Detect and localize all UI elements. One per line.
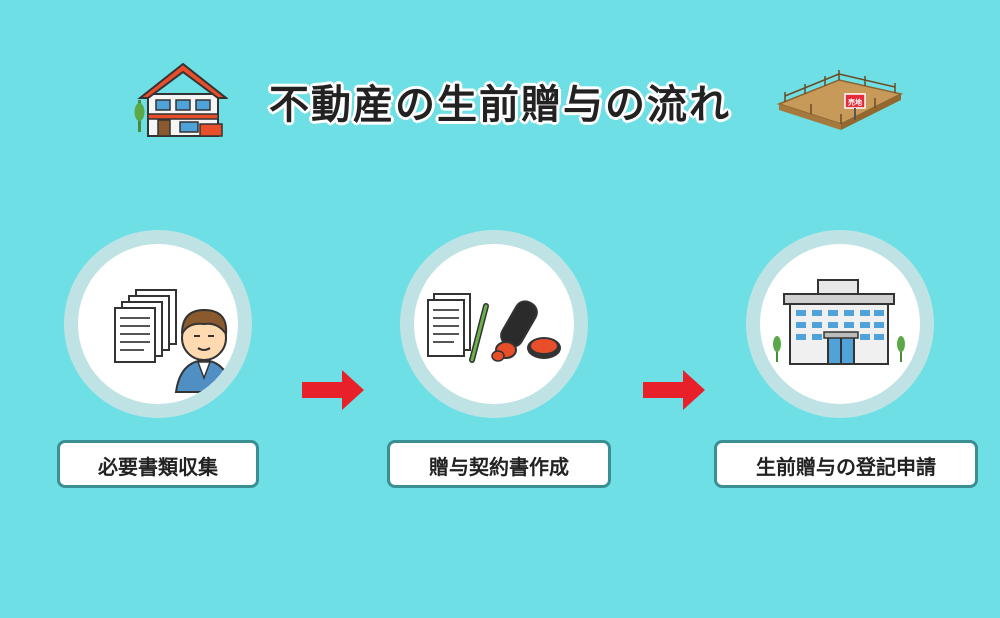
arrow-right-icon bbox=[643, 370, 705, 410]
step-3-illustration bbox=[746, 230, 934, 418]
step-2-illustration bbox=[400, 230, 588, 418]
contract-seal-icon bbox=[427, 293, 561, 363]
step-1-illustration bbox=[64, 230, 252, 418]
step-label-gift-contract: 贈与契約書作成 bbox=[387, 440, 611, 488]
documents-person-icon bbox=[114, 289, 234, 393]
arrow-right-icon bbox=[302, 370, 364, 410]
lot-sign-text: 売地 bbox=[848, 98, 862, 107]
step-label-collect-documents: 必要書類収集 bbox=[57, 440, 259, 488]
government-office-icon bbox=[773, 279, 905, 365]
page-title: 不動産の生前贈与の流れ bbox=[269, 82, 731, 128]
house-icon bbox=[134, 62, 228, 137]
step-label-registration: 生前贈与の登記申請 bbox=[714, 440, 978, 488]
land-lot-icon: 売地 bbox=[776, 70, 904, 130]
